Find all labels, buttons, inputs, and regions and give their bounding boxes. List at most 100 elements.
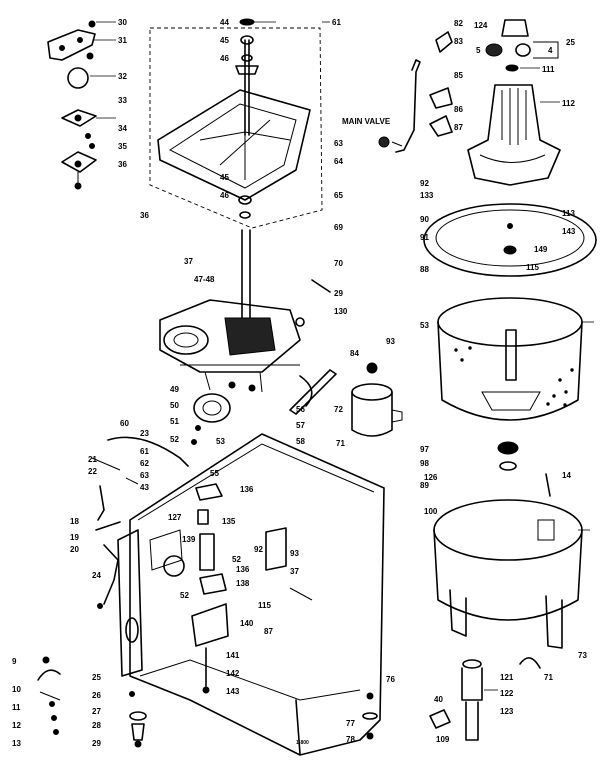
part-label: 72 <box>334 405 343 414</box>
part-label: 27 <box>92 707 101 716</box>
part-label: 90 <box>420 215 429 224</box>
part-label: 124 <box>474 21 488 30</box>
left-hose-linkage <box>91 436 189 609</box>
base-plate-assembly <box>149 18 323 229</box>
transmission-assembly <box>159 229 331 407</box>
left-small-parts-group <box>47 20 97 190</box>
agitator-top-assembly <box>467 19 561 186</box>
part-label: 52 <box>180 591 189 600</box>
tub-ring <box>423 203 597 277</box>
part-label: 76 <box>386 675 395 684</box>
part-label: 23 <box>140 429 149 438</box>
part-label: 9 <box>12 657 17 666</box>
part-label: 69 <box>334 223 343 232</box>
part-label: 82 <box>454 19 463 28</box>
part-label: 149 <box>534 245 548 254</box>
part-label: 78 <box>346 735 355 744</box>
outer-tub <box>433 441 583 649</box>
cabinet-components <box>163 483 313 694</box>
part-label: 138 <box>236 579 250 588</box>
part-label: 36 <box>140 211 149 220</box>
part-label: 55 <box>210 469 219 478</box>
part-label: 25 <box>566 38 575 47</box>
part-label: 126 <box>424 473 438 482</box>
part-label: 56 <box>296 405 305 414</box>
part-label: 136 <box>240 485 254 494</box>
part-label: 93 <box>290 549 299 558</box>
part-label: 141 <box>226 651 240 660</box>
part-label: 60 <box>120 419 129 428</box>
part-label: 111 <box>542 65 555 74</box>
part-label: 98 <box>420 459 429 468</box>
part-label: 92 <box>254 545 263 554</box>
part-label: 84 <box>350 349 359 358</box>
callout-labels: 30 31 32 33 34 35 36 44 45 46 61 45 46 3… <box>12 18 587 748</box>
part-label: 47-48 <box>194 275 215 284</box>
part-label: 113 <box>562 209 575 218</box>
pump-assembly <box>191 393 231 445</box>
part-label: 4 <box>548 46 553 55</box>
part-label: 115 <box>526 263 539 272</box>
callout-leaders <box>90 21 594 691</box>
part-label: 45 <box>220 173 229 182</box>
part-label: 5 <box>476 46 481 55</box>
part-label: MAIN VALVE <box>342 117 391 126</box>
part-label: 44 <box>220 18 229 27</box>
part-label: 22 <box>88 467 97 476</box>
part-label: 52 <box>232 555 241 564</box>
part-label: 25 <box>92 673 101 682</box>
part-label: 46 <box>220 191 229 200</box>
part-label: 11 <box>12 703 21 712</box>
part-label: 143 <box>226 687 240 696</box>
part-label: 28 <box>92 721 101 730</box>
part-label: 122 <box>500 689 514 698</box>
part-label: 14 <box>562 471 571 480</box>
part-label: 33 <box>118 96 127 105</box>
leveling-feet <box>37 656 378 748</box>
part-label: 73 <box>578 651 587 660</box>
part-label: 71 <box>336 439 345 448</box>
part-label: 10 <box>12 685 21 694</box>
part-label: 64 <box>334 157 343 166</box>
valve-bracket-group <box>378 31 453 153</box>
part-label: 71 <box>544 673 553 682</box>
part-label: 139 <box>182 535 196 544</box>
part-label: 53 <box>420 321 429 330</box>
part-label: 135 <box>222 517 236 526</box>
part-label: 89 <box>420 481 429 490</box>
spin-basket <box>437 297 583 421</box>
part-label: 51 <box>170 417 179 426</box>
part-label: 61 <box>140 447 149 456</box>
part-label: 92 <box>420 179 429 188</box>
part-label: 112 <box>562 99 575 108</box>
part-label: 40 <box>434 695 443 704</box>
part-label: 45 <box>220 36 229 45</box>
part-label: 26 <box>92 691 101 700</box>
part-label: 20 <box>70 545 79 554</box>
part-label: 140 <box>240 619 254 628</box>
part-label: 50 <box>170 401 179 410</box>
diagram-code-label: 1-800 <box>296 740 309 746</box>
part-label: 37 <box>184 257 193 266</box>
part-label: 63 <box>140 471 149 480</box>
part-label: 12 <box>12 721 21 730</box>
part-label: 52 <box>170 435 179 444</box>
part-label: 57 <box>296 421 305 430</box>
part-label: 115 <box>258 601 271 610</box>
part-label: 46 <box>220 54 229 63</box>
part-label: 87 <box>454 123 463 132</box>
part-label: 130 <box>334 307 348 316</box>
part-label: 18 <box>70 517 79 526</box>
part-label: 61 <box>332 18 341 27</box>
part-label: 53 <box>216 437 225 446</box>
part-label: 35 <box>118 142 127 151</box>
part-label: 86 <box>454 105 463 114</box>
part-label: 30 <box>118 18 127 27</box>
part-label: 29 <box>334 289 343 298</box>
part-label: 97 <box>420 445 429 454</box>
part-label: 91 <box>420 233 429 242</box>
part-label: 65 <box>334 191 343 200</box>
part-label: 63 <box>334 139 343 148</box>
part-label: 85 <box>454 71 463 80</box>
